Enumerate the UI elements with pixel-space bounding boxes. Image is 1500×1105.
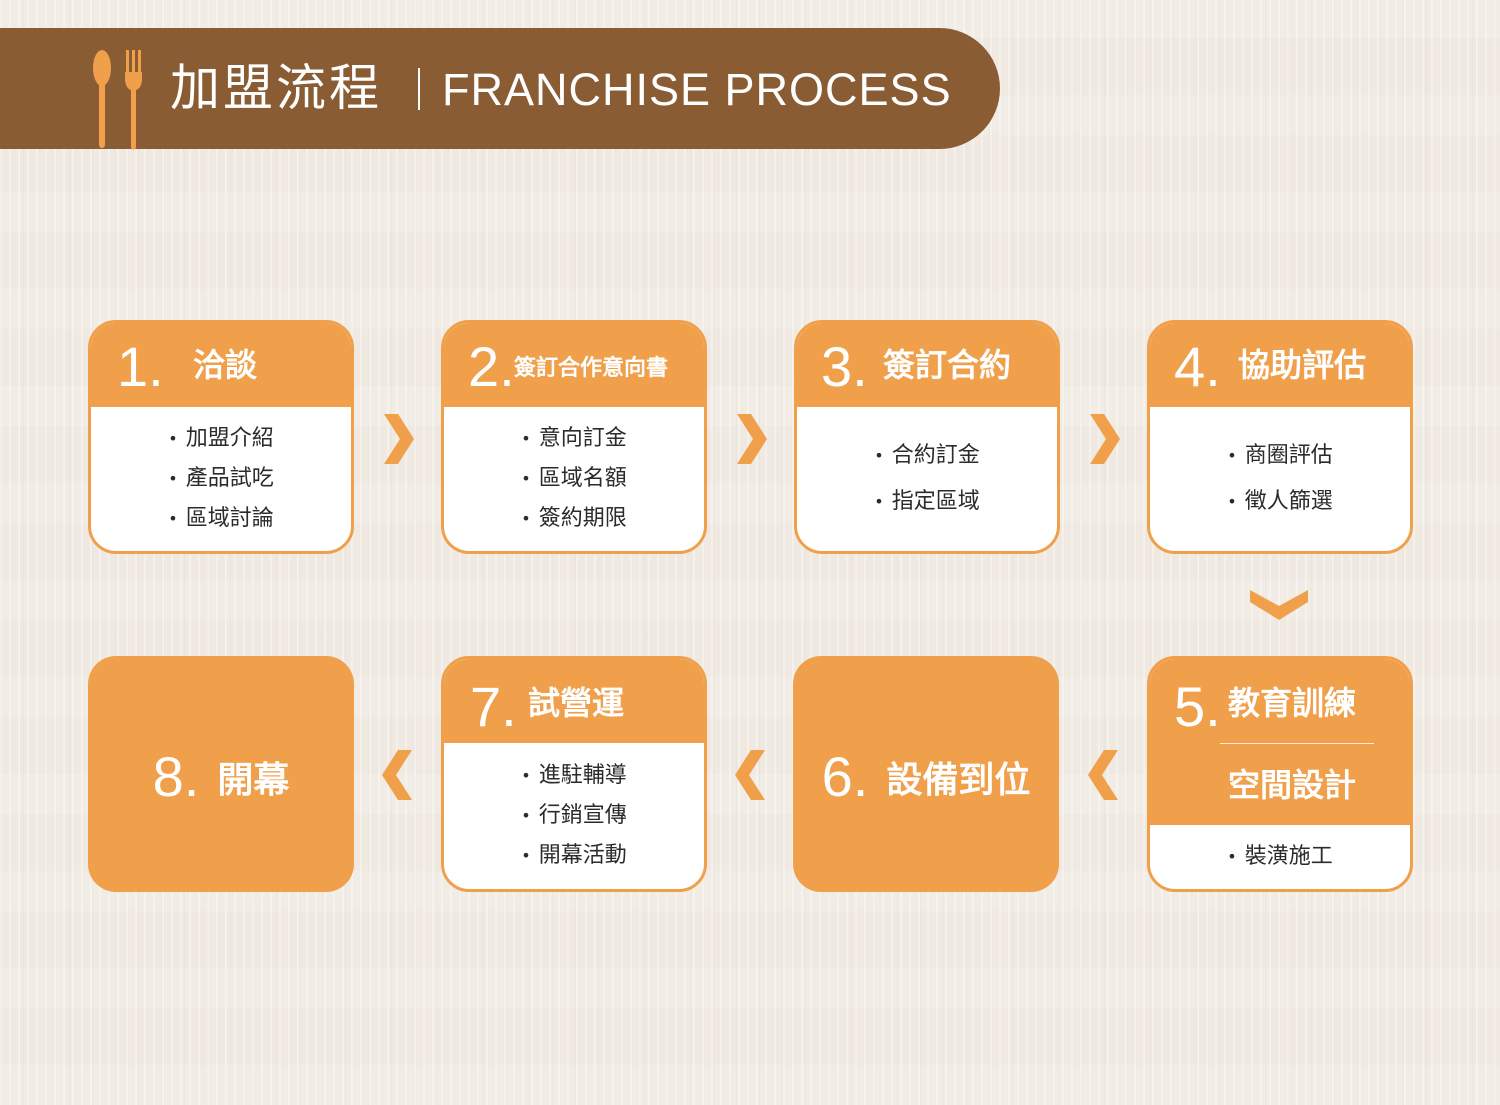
step-2-number: 2. [468, 335, 515, 398]
step-3-title: 簽訂合約 [883, 346, 1012, 384]
step-1-card: 1. 洽談 加盟介紹 產品試吃 區域討論 [88, 320, 354, 554]
step-2-item: 意向訂金 [521, 419, 627, 459]
chevron-right-icon [737, 414, 767, 464]
step-1-title: 洽談 [193, 346, 258, 384]
chevron-right-icon [384, 414, 414, 464]
step-6-number: 6. [821, 745, 869, 808]
step-7-card: 7. 試營運 進駐輔導 行銷宣傳 開幕活動 [441, 656, 707, 892]
step-1-header: 1. 洽談 [91, 323, 351, 407]
step-5-header: 5. 教育訓練 空間設計 [1150, 659, 1410, 825]
step-5-number: 5. [1174, 675, 1221, 738]
step-2-card: 2. 簽訂合作意向書 意向訂金 區域名額 簽約期限 [441, 320, 707, 554]
page-title-english: FRANCHISE PROCESS [442, 64, 952, 115]
step-2-title: 簽訂合作意向書 [514, 356, 669, 381]
step-4-header: 4. 協助評估 [1150, 323, 1410, 407]
page-title: 加盟流程 [170, 59, 382, 117]
step-4-card: 4. 協助評估 商圈評估 徵人篩選 [1147, 320, 1413, 554]
step-6-label: 6. 設備到位 [793, 744, 1059, 809]
step-4-number: 4. [1174, 335, 1221, 398]
title-divider [418, 68, 420, 110]
step-7-title: 試營運 [528, 684, 625, 722]
step-8-number: 8. [152, 745, 200, 808]
step-5-subtitle: 空間設計 [1228, 766, 1357, 804]
step-2-header: 2. 簽訂合作意向書 [444, 323, 704, 407]
step-5-item: 裝潢施工 [1227, 837, 1333, 877]
step-7-header: 7. 試營運 [444, 659, 704, 743]
step-3-header: 3. 簽訂合約 [797, 323, 1057, 407]
step-1-items: 加盟介紹 產品試吃 區域討論 [91, 407, 351, 551]
step-3-item: 指定區域 [874, 479, 980, 525]
step-3-number: 3. [821, 335, 868, 398]
step-1-number: 1. [117, 335, 164, 398]
step-7-number: 7. [470, 675, 517, 738]
step-8-card: 8. 開幕 [88, 656, 354, 892]
step-1-item: 產品試吃 [168, 459, 274, 499]
step-3-item: 合約訂金 [874, 433, 980, 479]
step-8-title: 開幕 [217, 759, 290, 801]
header-banner: 加盟流程 FRANCHISE PROCESS [0, 28, 1000, 150]
step-2-items: 意向訂金 區域名額 簽約期限 [444, 407, 704, 551]
step-7-item: 進駐輔導 [521, 756, 627, 796]
step-3-card: 3. 簽訂合約 合約訂金 指定區域 [794, 320, 1060, 554]
step-5-items: 裝潢施工 [1150, 825, 1410, 889]
step-4-item: 徵人篩選 [1227, 479, 1333, 525]
step-4-title: 協助評估 [1238, 346, 1367, 384]
step-6-card: 6. 設備到位 [793, 656, 1059, 892]
step-5-title: 教育訓練 [1228, 684, 1357, 722]
step-5-divider [1220, 743, 1374, 744]
chevron-left-icon [1088, 750, 1118, 800]
step-1-item: 加盟介紹 [168, 419, 274, 459]
step-4-item: 商圈評估 [1227, 433, 1333, 479]
chevron-left-icon [382, 750, 412, 800]
step-7-items: 進駐輔導 行銷宣傳 開幕活動 [444, 743, 704, 889]
step-6-title: 設備到位 [886, 759, 1031, 801]
step-8-label: 8. 開幕 [88, 744, 354, 809]
step-1-item: 區域討論 [168, 499, 274, 539]
step-2-item: 簽約期限 [521, 499, 627, 539]
chevron-right-icon [1090, 414, 1120, 464]
step-7-item: 行銷宣傳 [521, 796, 627, 836]
step-5-card: 5. 教育訓練 空間設計 裝潢施工 [1147, 656, 1413, 892]
step-7-item: 開幕活動 [521, 836, 627, 876]
chevron-down-icon [1250, 590, 1308, 620]
step-3-items: 合約訂金 指定區域 [797, 407, 1057, 551]
step-4-items: 商圈評估 徵人篩選 [1150, 407, 1410, 551]
step-2-item: 區域名額 [521, 459, 627, 499]
spoon-fork-icon [93, 50, 142, 150]
chevron-left-icon [735, 750, 765, 800]
